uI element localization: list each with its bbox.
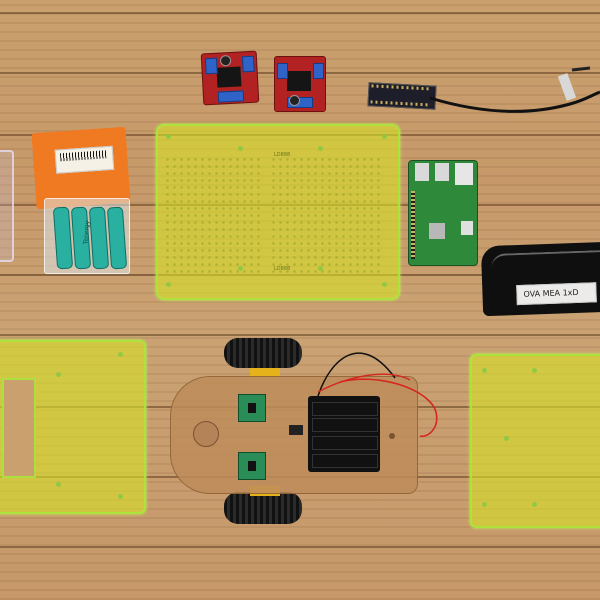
plate-label: LD888 <box>274 266 291 272</box>
plate-cutout <box>2 378 36 478</box>
acrylic-plate-right <box>470 354 600 528</box>
battery-holder <box>308 396 380 472</box>
usb-port <box>415 163 429 181</box>
capacitor <box>289 95 300 106</box>
encoder-board <box>238 452 266 480</box>
raspberry-pi-board <box>408 160 478 266</box>
gpio-header <box>411 191 415 259</box>
acrylic-plate-left <box>0 340 146 514</box>
wood-plank <box>0 0 600 14</box>
vent-hole-grid <box>270 156 380 276</box>
cpu-chip <box>429 223 445 239</box>
battery-blister: Tenergy <box>44 198 130 274</box>
vent-hole-grid <box>164 156 264 276</box>
robot-chassis <box>170 338 420 524</box>
terminal-block <box>277 63 288 79</box>
terminal-block <box>287 97 313 108</box>
wheel-top <box>224 338 302 368</box>
switch <box>289 425 303 435</box>
wood-plank <box>0 476 600 548</box>
motor-hub <box>250 368 280 378</box>
motor-driver-board-right <box>274 56 326 112</box>
usb-port <box>435 163 449 181</box>
wood-plank <box>0 274 600 336</box>
plate-label: LD888 <box>274 152 291 158</box>
heatsink <box>287 71 311 91</box>
acrylic-plate-center: LD888 LD888 <box>156 124 400 300</box>
hdmi-port <box>461 221 473 235</box>
ethernet-port <box>455 163 473 185</box>
caster-hole <box>193 421 219 447</box>
wheel-bottom <box>224 492 302 524</box>
terminal-block <box>313 63 324 79</box>
clear-box-edge <box>0 150 14 262</box>
encoder-board <box>238 394 266 422</box>
